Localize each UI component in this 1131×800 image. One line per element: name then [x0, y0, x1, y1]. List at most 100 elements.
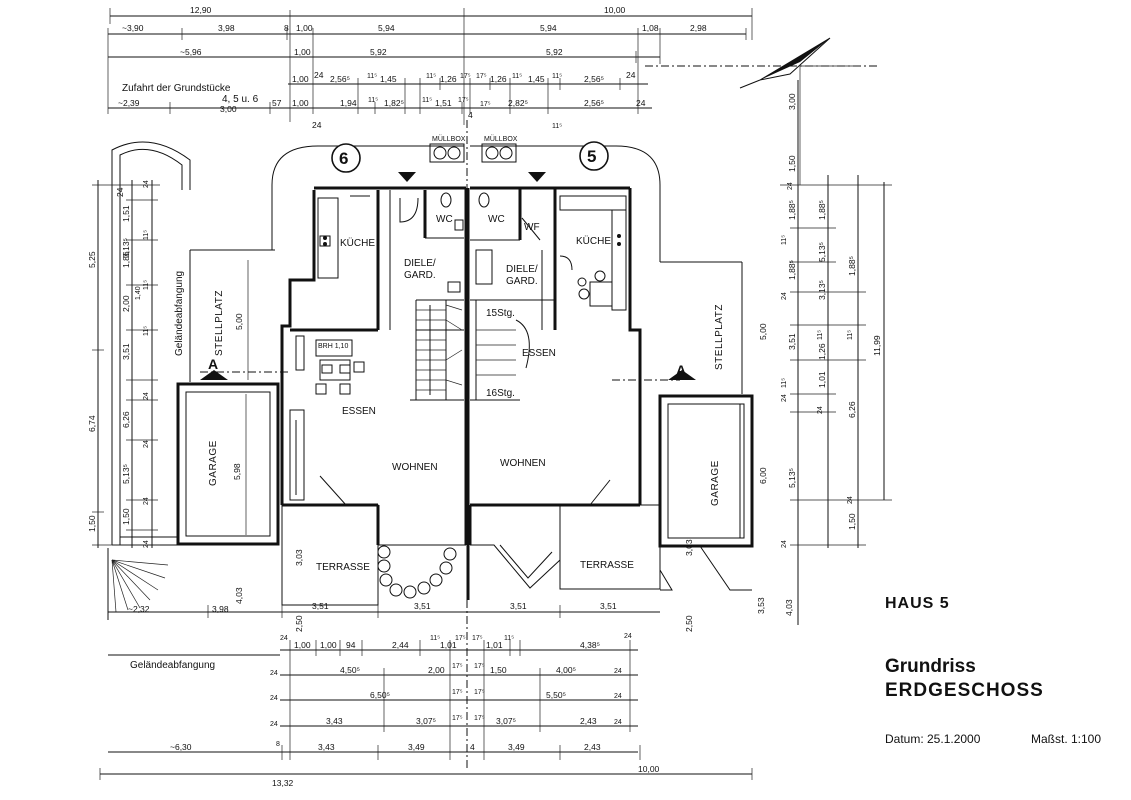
right-wf-label: WF — [524, 222, 540, 233]
house-number-5: 5 — [587, 147, 596, 166]
dim-b2-a: 24 — [270, 670, 278, 677]
dim-left3-e: 11⁵ — [143, 326, 150, 336]
dim-b4-e: 17⁵ — [474, 715, 485, 722]
dim-left2-e: 2,00 — [121, 295, 131, 312]
dim-top4-o: 24 — [626, 70, 636, 80]
left-hall-label: DIELE/ — [404, 258, 436, 269]
top-dimension-chains: 12,90 10,00 ~3,90 3,98 8 1,00 5,94 5,94 … — [107, 5, 753, 130]
dim-b1-k: 11⁵ — [504, 635, 514, 642]
dim-top3-c: 5,92 — [370, 47, 387, 57]
right-dining-label: ESSEN — [522, 348, 556, 359]
dim-b6-b: 10,00 — [638, 764, 660, 774]
left-bin-label: MÜLLBOX — [432, 135, 466, 143]
dim-top4-e: 1,45 — [380, 74, 397, 84]
dim-top4-m: 11⁵ — [552, 73, 562, 80]
dim-right2-a: 24 — [787, 182, 794, 190]
dim-b1-j: 1,01 — [486, 640, 503, 650]
dim-top5-l: 17⁵ — [480, 101, 491, 108]
dim-left2-a: 24 — [115, 187, 125, 197]
dim-b4-b: 3,43 — [326, 716, 343, 726]
left-dining-label: ESSEN — [342, 406, 376, 417]
left-garage-label: GARAGE — [208, 440, 219, 486]
dim-b2-c: 2,00 — [428, 665, 445, 675]
dim-left3-f: 24 — [143, 392, 150, 400]
dim-top4-j: 1,26 — [490, 74, 507, 84]
dim-mid-d: 3,51 — [600, 601, 617, 611]
dim-left2-i: 1,50 — [121, 508, 131, 525]
dim-right1-f: 3,51 — [787, 333, 797, 350]
dim-top4-a: 1,00 — [292, 74, 309, 84]
left-hall-label2: GARD. — [404, 270, 436, 281]
dim-top4-g: 1,26 — [440, 74, 457, 84]
dim-right1-b: 1,50 — [787, 155, 797, 172]
dim-top3-a: ~5,96 — [180, 47, 202, 57]
north-arrow-icon — [739, 37, 831, 89]
dim-b2-b: 4,50⁵ — [340, 665, 360, 675]
dim-right3-c: 11⁵ — [847, 330, 854, 340]
dim-b5-c: 3,43 — [318, 742, 335, 752]
dim-top4-b: 24 — [314, 70, 324, 80]
dim-left-misc-a: 5,00 — [234, 313, 244, 330]
brh-note: BRH 1,10 — [318, 343, 348, 350]
dim-top3-d: 5,92 — [546, 47, 563, 57]
drawing-scale: Maßst. 1:100 — [1031, 732, 1102, 746]
dim-left-misc-e: 2,50 — [294, 615, 304, 632]
dim-b5-b: 8 — [276, 741, 280, 748]
dim-right3-a: 5,13⁵ — [817, 242, 827, 262]
dim-right2-e: 11⁵ — [781, 378, 788, 388]
dim-top5-i: 1,51 — [435, 98, 452, 108]
house-label: HAUS 5 — [885, 595, 950, 612]
dim-right1-i: 5,13⁵ — [787, 468, 797, 488]
stairs-16-label: 16Stg. — [486, 388, 515, 399]
dim-left3-g: 24 — [143, 440, 150, 448]
dim-b4-c: 3,07⁵ — [416, 716, 436, 726]
bottom-dimension-chains: 3,51 3,51 3,51 3,51 ~2,32 3,98 Geländeab… — [99, 601, 753, 788]
dim-top5-g: 1,82⁵ — [384, 98, 404, 108]
dim-b1-f: 11⁵ — [430, 635, 440, 642]
plan-title: Grundriss — [885, 656, 976, 677]
left-parking-label: STELLPLATZ — [214, 290, 225, 356]
right-living-label: WOHNEN — [500, 458, 546, 469]
section-mark-left: A — [200, 356, 290, 380]
dim-b1-d: 94 — [346, 640, 356, 650]
dim-right1-c: 1,88⁵ — [787, 200, 797, 220]
dim-top1-b: 10,00 — [604, 5, 626, 15]
dim-left2-g: 6,26 — [121, 411, 131, 428]
dim-right1-g: 1,01 — [817, 371, 827, 388]
dim-left2-d: 1,86 — [121, 251, 131, 268]
dim-top3-b: 1,00 — [294, 47, 311, 57]
dim-right-misc-c: 3,03 — [684, 539, 694, 556]
right-garage-label: GARAGE — [710, 460, 721, 506]
section-mark-right: A — [668, 362, 696, 380]
dim-b5-e: 4 — [470, 742, 475, 752]
dim-b2-h: 24 — [614, 668, 622, 675]
dim-right1-h: 6,26 — [847, 401, 857, 418]
dim-b2-d: 17⁵ — [452, 663, 463, 670]
left-terrace-label: TERRASSE — [316, 562, 370, 573]
dim-top4-k: 11⁵ — [512, 73, 522, 80]
dim-left1-b: 6,74 — [87, 415, 97, 432]
dim-right-misc-a: 5,00 — [758, 323, 768, 340]
dim-b5-g: 2,43 — [584, 742, 601, 752]
embankment-side-note: Geländeabfangung — [174, 271, 185, 356]
dim-top2-e: 5,94 — [378, 23, 395, 33]
right-terrace-label: TERRASSE — [580, 560, 634, 571]
dim-right1-j: 1,50 — [847, 513, 857, 530]
dim-b1-e: 2,44 — [392, 640, 409, 650]
dim-top4-d: 11⁵ — [367, 73, 377, 80]
right-hall-label2: GARD. — [506, 276, 538, 287]
left-bay-planters — [377, 545, 457, 599]
dim-left-misc-d: 4,03 — [234, 587, 244, 604]
dim-mid-c: 3,51 — [510, 601, 527, 611]
dim-right-misc-h: 1,88⁵ — [847, 256, 857, 276]
dim-b4-d: 17⁵ — [452, 715, 463, 722]
section-a-right-label: A — [676, 362, 686, 378]
plan-subtitle: ERDGESCHOSS — [885, 680, 1044, 701]
dim-left3-a: 24 — [143, 180, 150, 188]
dim-left3-d: 1,40 — [135, 286, 142, 300]
drawing-date: Datum: 25.1.2000 — [885, 732, 981, 746]
dim-right-misc-f: 4,03 — [784, 599, 794, 616]
dim-right-misc-e: 3,53 — [756, 597, 766, 614]
dim-mid-a: 3,51 — [312, 601, 329, 611]
